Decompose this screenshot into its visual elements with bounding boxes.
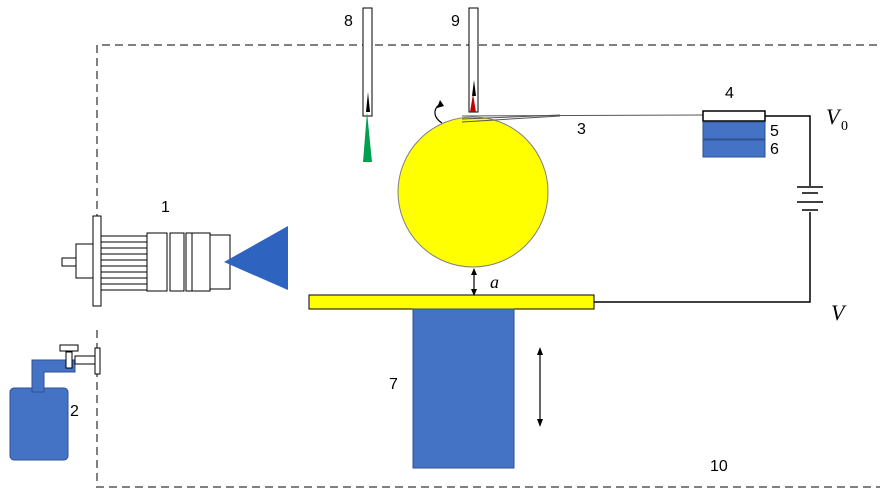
holder-4 bbox=[702, 110, 766, 122]
circuit-wire bbox=[765, 115, 811, 186]
circuit-wire-lower bbox=[594, 212, 811, 303]
gas-bottle bbox=[9, 344, 101, 461]
ion-gun bbox=[61, 215, 288, 307]
battery-symbol bbox=[797, 186, 823, 211]
label-8: 8 bbox=[344, 13, 353, 30]
label-9: 9 bbox=[451, 13, 460, 30]
ion-beam-cone bbox=[224, 226, 288, 290]
label-1: 1 bbox=[161, 199, 170, 216]
gap-arrow bbox=[471, 268, 477, 296]
block-6 bbox=[702, 139, 766, 158]
label-2: 2 bbox=[70, 403, 79, 420]
substrate-plate bbox=[308, 294, 595, 310]
stage-7 bbox=[412, 308, 515, 469]
label-gap-a: a bbox=[490, 272, 499, 292]
label-v0: V bbox=[826, 104, 842, 129]
sample-sphere bbox=[397, 116, 549, 268]
probe-8 bbox=[362, 7, 373, 162]
label-3: 3 bbox=[577, 121, 586, 138]
vacuum-chamber-outline bbox=[96, 44, 880, 488]
cantilever bbox=[461, 114, 704, 123]
probe-9 bbox=[468, 7, 479, 113]
vertical-motion-arrow bbox=[537, 347, 543, 427]
block-5 bbox=[702, 121, 766, 140]
label-4: 4 bbox=[725, 85, 734, 102]
label-10: 10 bbox=[710, 458, 728, 475]
label-5: 5 bbox=[770, 123, 779, 140]
label-v0-subscript: 0 bbox=[841, 119, 848, 134]
label-6: 6 bbox=[770, 141, 779, 158]
label-v: V bbox=[831, 300, 847, 325]
label-7: 7 bbox=[389, 376, 398, 393]
